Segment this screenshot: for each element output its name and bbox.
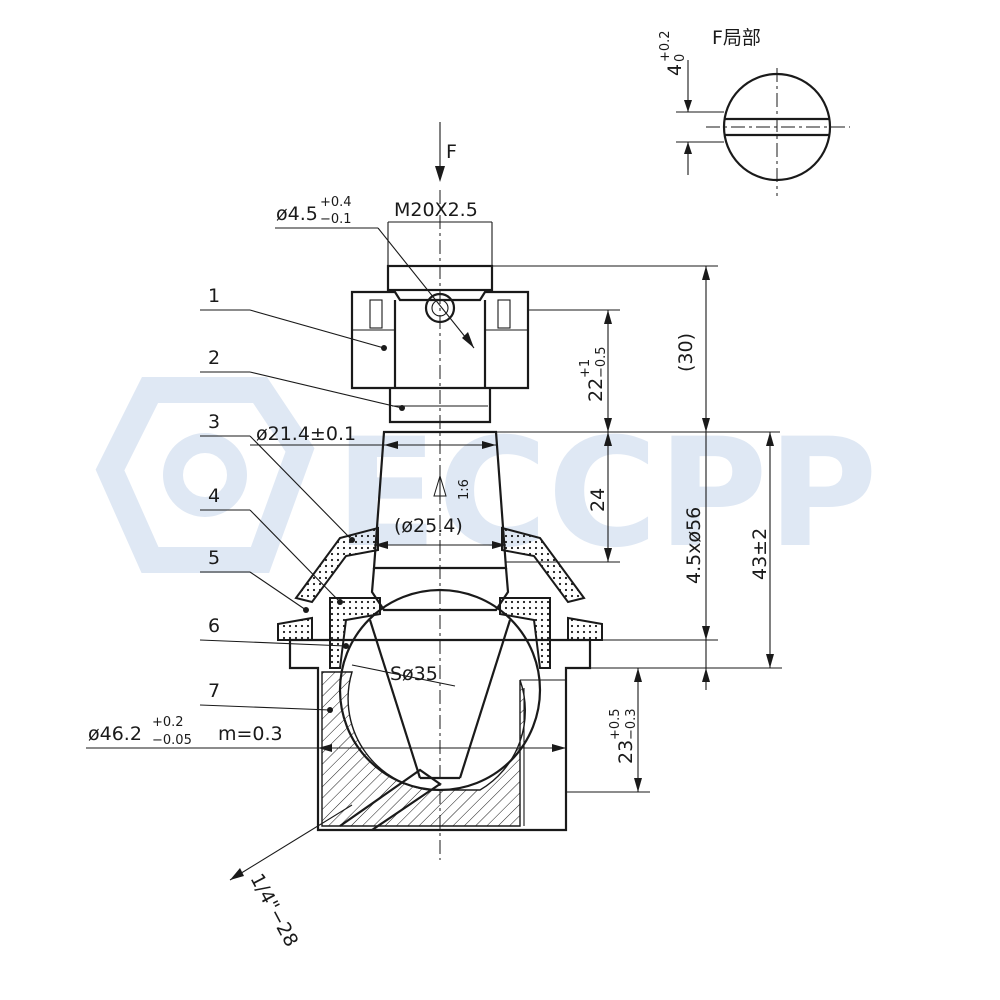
- dim-43: 43±2: [749, 528, 771, 580]
- body-dia-upper: +0.2: [152, 715, 184, 730]
- taper-ratio: 1:6: [457, 479, 472, 500]
- taper-dia-dimension: (ø25.4): [394, 515, 463, 537]
- dim-22: 22 +1 −0.5: [578, 346, 609, 402]
- detail-dim-lower: 0: [673, 54, 688, 62]
- body-dia-lower: −0.05: [152, 733, 192, 748]
- part-label-7: 7: [208, 680, 220, 702]
- dimension-lines: [86, 221, 782, 881]
- detail-f-view: [676, 60, 850, 196]
- view-arrow-f: [435, 122, 445, 182]
- sphere-dimension: Sø35: [390, 663, 438, 685]
- part-leaders: [199, 309, 405, 713]
- dim-flange: 4.5xø56: [683, 507, 705, 584]
- dim-22-upper: +1: [578, 359, 593, 378]
- dim-30: (30): [675, 333, 697, 372]
- part-label-6: 6: [208, 615, 220, 637]
- chamfer-m: m=0.3: [218, 723, 283, 745]
- castle-nut: [350, 264, 530, 390]
- grease-thread-dimension: 1/4"−28: [246, 870, 303, 950]
- ball-seat: [329, 588, 551, 792]
- part-label-3: 3: [208, 411, 220, 433]
- detail-dim-base: 4: [664, 64, 686, 76]
- part-label-4: 4: [208, 485, 220, 507]
- dim-24: 24: [587, 488, 609, 512]
- watermark-logo: [95, 377, 315, 573]
- dim-22-lower: −0.5: [594, 346, 609, 378]
- hole-dia-dimension: ø4.5 +0.4 −0.1: [276, 195, 352, 227]
- body-dia-base: ø46.2: [88, 723, 142, 745]
- part-label-5: 5: [208, 547, 220, 569]
- hole-dia-lower: −0.1: [320, 212, 352, 227]
- part-label-1: 1: [208, 285, 220, 307]
- body-dia-dimension: ø46.2 +0.2 −0.05 m=0.3: [88, 715, 283, 748]
- dim-22-base: 22: [585, 378, 607, 402]
- hole-dia-base: ø4.5: [276, 203, 318, 225]
- part-label-2: 2: [208, 347, 220, 369]
- detail-dimension: 4 +0.2 0: [658, 30, 688, 76]
- dim-23: 23 +0.5 −0.3: [608, 708, 639, 764]
- neck-dia-dimension: ø21.4±0.1: [256, 423, 356, 445]
- view-arrow-label: F: [446, 141, 457, 163]
- dim-23-base: 23: [615, 740, 637, 764]
- detail-dim-upper: +0.2: [658, 30, 673, 62]
- thread-dimension: M20X2.5: [394, 199, 478, 221]
- detail-title: F局部: [712, 27, 761, 49]
- dim-23-lower: −0.3: [624, 708, 639, 740]
- hole-dia-upper: +0.4: [320, 195, 352, 210]
- dim-23-upper: +0.5: [608, 708, 623, 740]
